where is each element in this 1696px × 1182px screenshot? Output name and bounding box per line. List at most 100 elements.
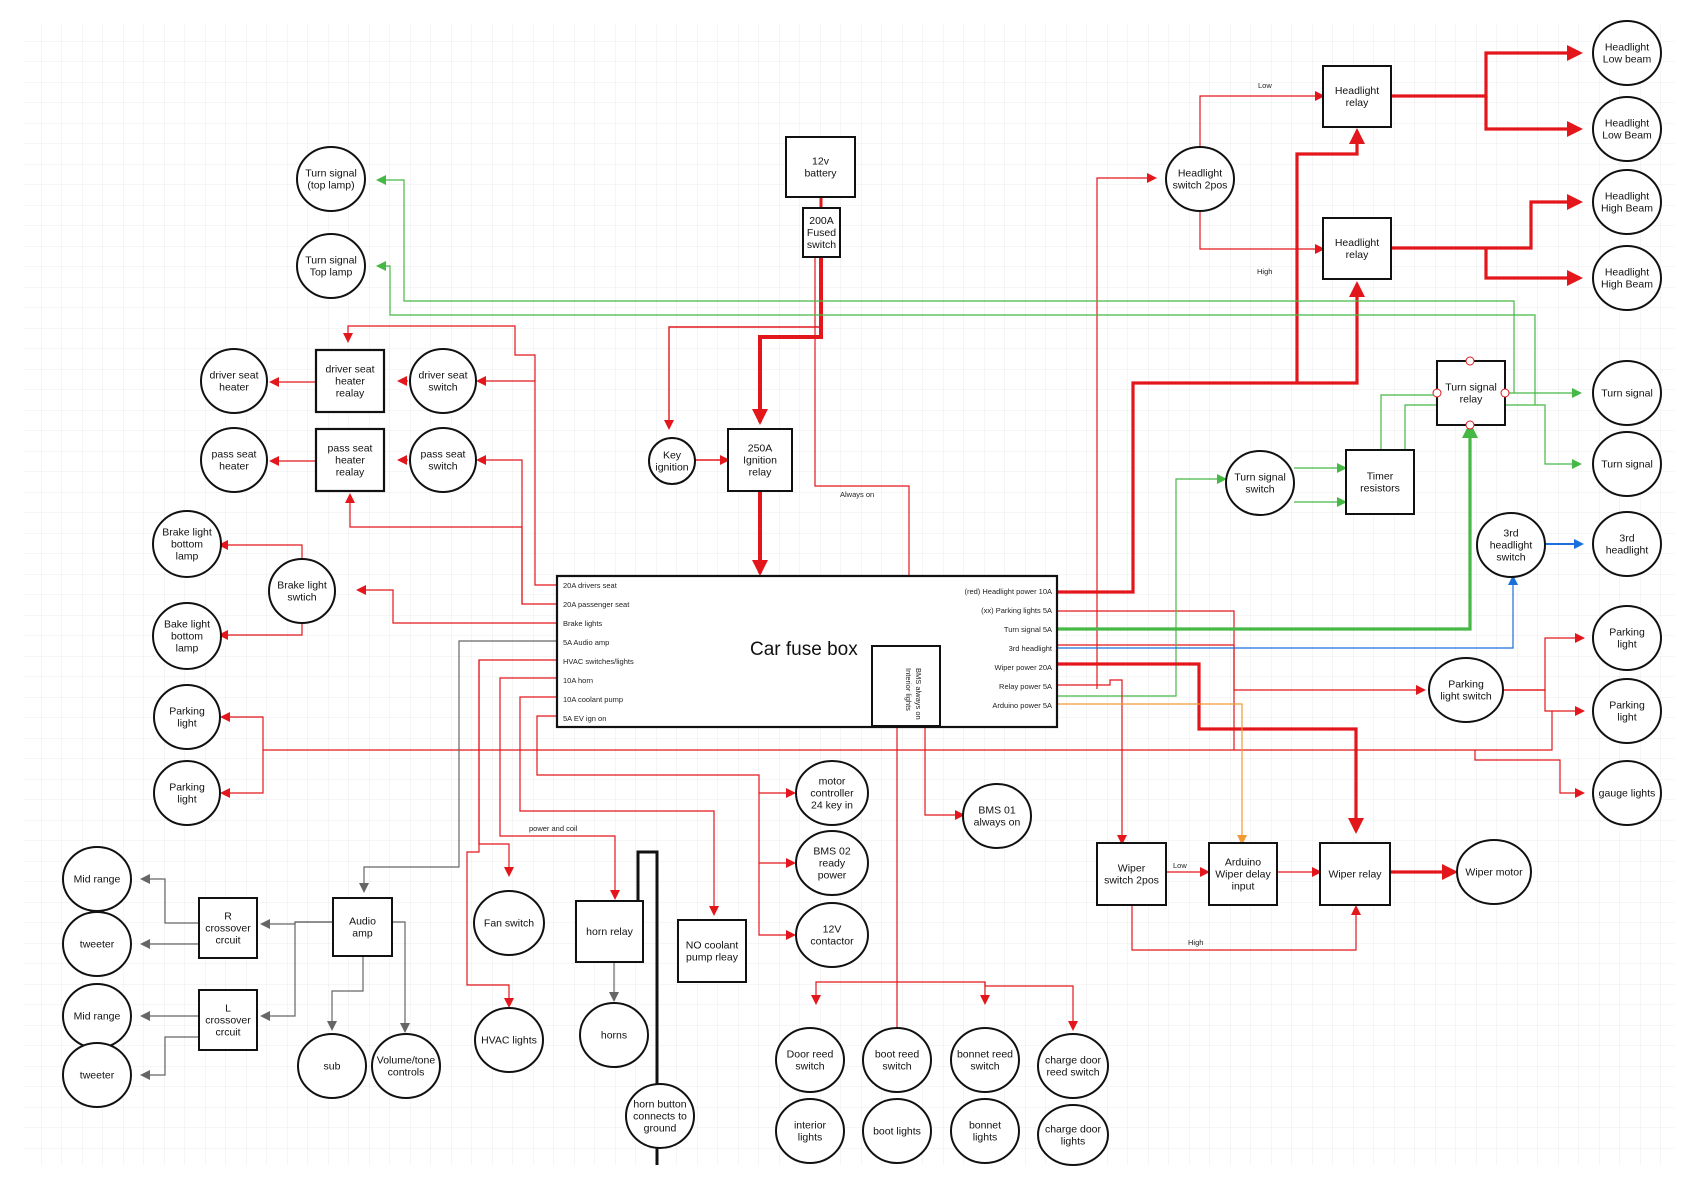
fuse-slot-left: 20A passenger seat <box>563 600 630 609</box>
wire-wiper-power <box>1058 662 1364 834</box>
fuse-slot-right: Turn signal 5A <box>1004 625 1052 634</box>
bms-box <box>871 645 941 727</box>
wire-label-high-wiper: High <box>1188 938 1203 947</box>
fuse-box-title: Car fuse box <box>750 639 858 660</box>
wire-brake <box>356 585 557 624</box>
fuse-slots-right: (red) Headlight power 10A (xx) Parking li… <box>964 587 1052 710</box>
fuse-slot-left: 5A EV ign on <box>563 714 606 723</box>
circle-mid-range2: Mid range <box>62 983 132 1049</box>
circle-horns: horns <box>579 1002 649 1068</box>
wire-parking-left1 <box>220 712 264 750</box>
box-label: Wiper relay <box>1328 869 1382 881</box>
wire-l-tweeter <box>140 1036 199 1080</box>
wire-drivers-seat <box>476 376 557 586</box>
wire-ev-contactor <box>758 863 796 940</box>
fuse-slot-left: Brake lights <box>563 619 602 628</box>
wire-hl-relay-high-b <box>1484 248 1583 286</box>
wire-parking-switch-right2 <box>1504 689 1585 716</box>
wire-relay-turn-right2 <box>1505 404 1582 469</box>
wire-fused-key <box>664 257 822 430</box>
wire-reed-charge <box>984 982 1078 1031</box>
wire-hl-switch-low <box>1199 91 1325 148</box>
wire-wiper-switch-high <box>1131 905 1361 951</box>
box-wiper-relay: Wiper relay <box>1319 842 1391 906</box>
box-horn-relay: horn relay <box>575 900 644 963</box>
circle-label: sub <box>324 1061 341 1073</box>
wire-amp-sub <box>327 956 364 1031</box>
fuse-slot-right: (xx) Parking lights 5A <box>981 606 1052 615</box>
wire-hvac-lights <box>466 660 514 1008</box>
wire-drivers-seat-top <box>343 325 536 381</box>
circle-boot-lights: boot lights <box>862 1098 932 1164</box>
fuse-slot-left: HVAC switches/lights <box>563 657 634 666</box>
wire-label-high-top: High <box>1257 267 1272 276</box>
wire-parking-left2 <box>220 750 264 798</box>
wire-label-low-wiper: Low <box>1173 861 1187 870</box>
circle-fan-switch: Fan switch <box>473 890 545 956</box>
fuse-slot-right: Arduino power 5A <box>992 701 1052 710</box>
fuse-slot-right: (red) Headlight power 10A <box>964 587 1052 596</box>
wire-label-low-top: Low <box>1258 81 1272 90</box>
wire-pass-seat-bottom <box>345 493 523 604</box>
circle-label: tweeter <box>80 939 115 951</box>
wire-timer-relay-b <box>1404 404 1437 450</box>
circle-hvac-lights: HVAC lights <box>474 1007 544 1073</box>
circle-label: Mid range <box>74 874 121 886</box>
fuse-slot-left: 5A Audio amp <box>563 638 609 647</box>
wire-third-headlight <box>1058 575 1518 649</box>
bms-box-label: BMS always onInterior lights <box>904 668 923 720</box>
wire-coolant <box>519 696 719 916</box>
wire-audio-fuse <box>359 640 557 893</box>
wire-headlight-power <box>1058 281 1365 594</box>
wire-horn <box>499 677 620 900</box>
